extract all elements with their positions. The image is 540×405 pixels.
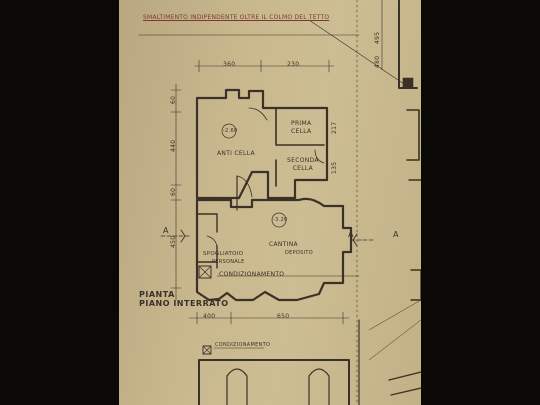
dim-bottom-left: 400 [203, 313, 216, 320]
room-deposito: DEPOSITO [285, 250, 313, 256]
section-mark-right: A [348, 230, 354, 239]
level-marker-cantina [271, 212, 287, 228]
section-mark-left: A [163, 226, 169, 235]
level-cantina: -3.20 [273, 217, 288, 223]
dim-left-lower: 450 [170, 235, 177, 248]
plan-sheet: SMALTIMENTO INDIPENDENTE OLTRE IL COLMO … [119, 0, 421, 405]
dim-mid-217: 217 [331, 121, 338, 134]
room-cantina: CANTINA [269, 241, 298, 248]
dim-left-upper: 440 [170, 139, 177, 152]
dim-top-right: 230 [287, 61, 300, 68]
level-anti-cella: -2.60 [223, 128, 238, 134]
room-condizionamento-lower: CONDIZIONAMENTO [215, 342, 271, 348]
upper-walls [195, 88, 329, 200]
plan-title-line2: PIANO INTERRATO [139, 299, 229, 308]
dim-bottom-right: 650 [277, 313, 290, 320]
floor-plan-drawing [138, 0, 421, 405]
dim-left-mid: 60 [170, 187, 177, 196]
header-note: SMALTIMENTO INDIPENDENTE OLTRE IL COLMO … [143, 14, 330, 21]
level-marker-anti-cella [221, 123, 237, 139]
dim-right-edge-1: 495 [374, 31, 381, 44]
lower-floor-walls [198, 359, 350, 405]
room-personale: PERSONALE [212, 259, 245, 265]
dim-right-edge-2: 480 [374, 55, 381, 68]
plan-title-line1: PIANTA [139, 290, 175, 299]
room-spogliatoio: SPOGLIATOIO [203, 251, 244, 257]
door-arc-2 [314, 149, 325, 164]
leader-line [308, 19, 408, 87]
room-seconda-cella: SECONDA CELLA [287, 157, 319, 172]
door-arc [248, 107, 268, 121]
lower-walls [195, 197, 353, 302]
door-arc-3 [236, 175, 253, 198]
section-mark-far-right: A [393, 230, 399, 239]
dim-left-top: 60 [170, 95, 177, 104]
room-condizionamento: CONDIZIONAMENTO [219, 271, 285, 278]
dim-top-left: 360 [223, 61, 236, 68]
dim-mid-135: 135 [331, 161, 338, 174]
cella-partition [275, 107, 325, 146]
room-anti-cella: ANTI CELLA [217, 150, 255, 157]
room-prima-cella: PRIMA CELLA [291, 120, 312, 135]
hvac-box [198, 265, 212, 279]
